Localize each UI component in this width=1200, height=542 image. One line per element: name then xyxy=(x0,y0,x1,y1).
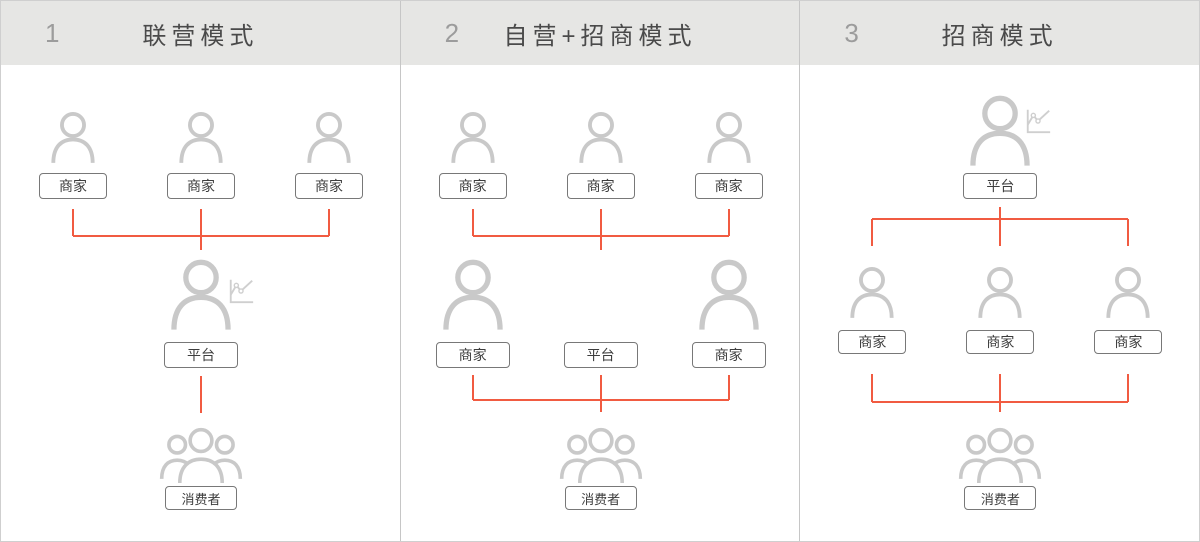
panel-merchant-recruitment-model: 3 招商模式 平台 商家 商家 商家 消费者 xyxy=(800,1,1199,541)
merchant-label-box: 商家 xyxy=(691,342,766,368)
connector-platform-to-consumers xyxy=(200,376,202,413)
connector-merchants-to-platform xyxy=(72,209,330,250)
person-icon xyxy=(440,257,506,331)
person-icon xyxy=(707,112,751,164)
merchant-label-box: 商家 xyxy=(295,173,363,199)
consumers-label-box: 消费者 xyxy=(964,486,1037,510)
person-icon xyxy=(179,112,223,164)
panel-joint-operation-model: 1 联营模式 商家 商家 商家 平台 消费者 xyxy=(1,1,401,541)
merchant-label-box: 商家 xyxy=(838,330,907,354)
person-icon xyxy=(168,257,234,331)
merchant-label-box: 商家 xyxy=(167,173,235,199)
panel-title: 联营模式 xyxy=(142,22,259,50)
platform-label-box: 平台 xyxy=(563,342,638,368)
consumers-label-box: 消费者 xyxy=(165,486,237,510)
consumers-label-box: 消费者 xyxy=(564,486,637,510)
line-chart-icon xyxy=(1027,108,1052,134)
people-group-icon xyxy=(159,427,243,484)
merchant-label-box: 商家 xyxy=(1094,330,1163,354)
merchant-label-box: 商家 xyxy=(435,342,510,368)
panel-number: 2 xyxy=(444,17,460,48)
merchant-label-box: 商家 xyxy=(966,330,1035,354)
platform-label-box: 平台 xyxy=(164,342,238,368)
person-icon xyxy=(1106,267,1150,319)
platform-label-box: 平台 xyxy=(963,173,1038,199)
connector-merchants-to-middle xyxy=(471,209,730,250)
merchant-label-box: 商家 xyxy=(566,173,635,199)
people-group-icon xyxy=(959,427,1042,484)
panel-title: 招商模式 xyxy=(941,22,1058,50)
line-chart-icon xyxy=(229,278,255,304)
person-icon xyxy=(451,112,495,164)
merchant-label-box: 商家 xyxy=(438,173,507,199)
panel-header: 3 招商模式 xyxy=(800,1,1199,65)
connector-platform-to-merchants xyxy=(871,207,1130,246)
person-icon xyxy=(307,112,351,164)
connector-merchants-to-consumers xyxy=(871,374,1130,412)
person-icon xyxy=(696,257,762,331)
person-icon xyxy=(978,267,1022,319)
panel-header: 1 联营模式 xyxy=(1,1,400,65)
panel-title: 自营+招商模式 xyxy=(503,22,697,50)
panel-header: 2 自营+招商模式 xyxy=(400,1,800,65)
person-icon xyxy=(579,112,623,164)
person-icon xyxy=(51,112,95,164)
panel-number: 3 xyxy=(844,17,859,48)
merchant-label-box: 商家 xyxy=(39,173,107,199)
connector-middle-to-consumers xyxy=(471,375,730,412)
people-group-icon xyxy=(559,427,642,484)
person-icon xyxy=(850,267,894,319)
panel-self-operated-plus-recruitment-model: 2 自营+招商模式 商家 商家 商家 商家 平台 商家 消费者 xyxy=(400,1,801,541)
merchant-label-box: 商家 xyxy=(694,173,763,199)
panel-number: 1 xyxy=(45,17,60,48)
